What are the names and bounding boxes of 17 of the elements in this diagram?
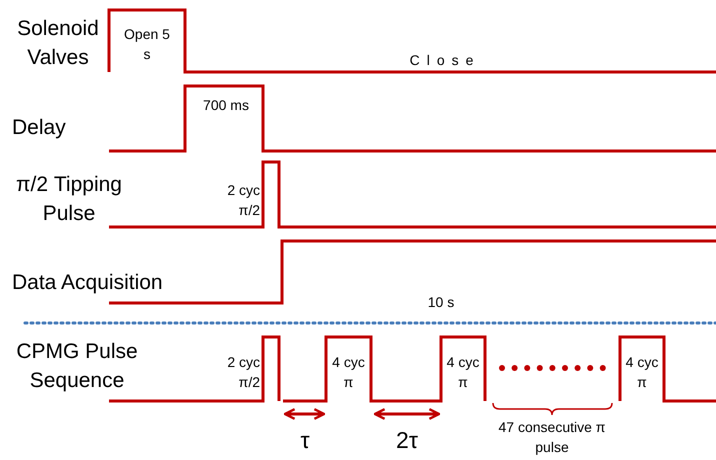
row-label: Solenoid Valves <box>16 16 100 71</box>
duration-label: 10 s <box>426 293 456 312</box>
pulse-label: 2 cyc π/2 <box>226 353 260 392</box>
pulse-label: 4 cyc π <box>446 353 480 392</box>
state-label: Close <box>408 51 482 70</box>
pulse-label: Open 5 s <box>123 25 171 64</box>
pulse-label: 2 cyc π/2 <box>226 181 260 220</box>
duration-label: 700 ms <box>202 96 250 115</box>
dimension-label: τ <box>299 426 311 455</box>
dimension-label: 2τ <box>395 426 419 455</box>
row-label: Delay <box>12 115 67 141</box>
row-label: Data Acquisition <box>12 270 164 296</box>
pulse-label: 4 cyc π <box>624 353 660 392</box>
pulse-label: 4 cyc π <box>331 353 366 392</box>
brace-label: 47 consecutive π pulse <box>498 418 606 457</box>
row-label: π/2 Tipping Pulse <box>15 172 123 227</box>
row-label: CPMG Pulse Sequence <box>15 339 139 394</box>
